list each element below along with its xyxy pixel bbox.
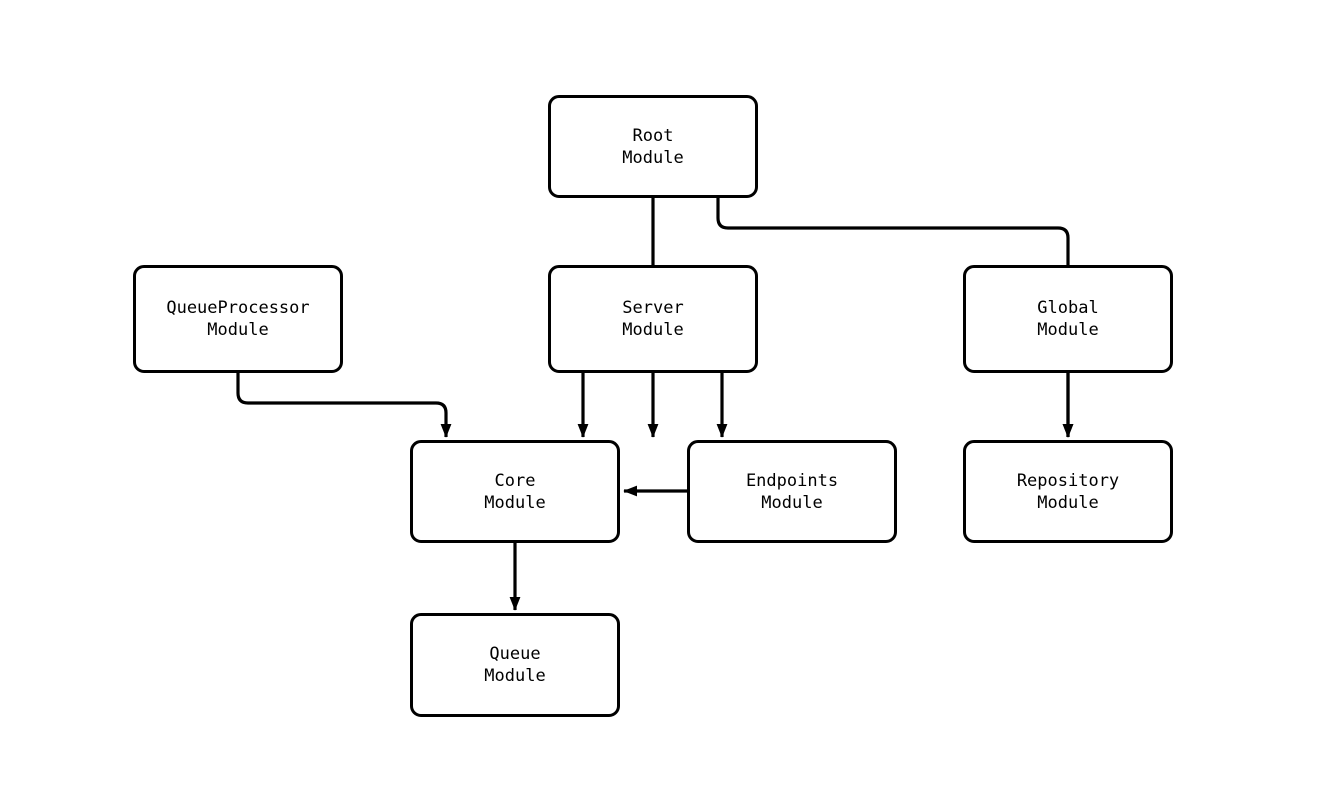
node-root-module[interactable]: Root Module	[548, 95, 758, 198]
node-core-module-suffix: Module	[484, 492, 546, 513]
node-repository-module[interactable]: Repository Module	[963, 440, 1173, 543]
node-queue-module-suffix: Module	[484, 666, 546, 686]
node-queueprocessor-module-name: QueueProcessor	[166, 298, 310, 318]
node-queueprocessor-module[interactable]: QueueProcessor Module	[133, 265, 343, 373]
node-root-module-suffix: Module	[622, 147, 684, 168]
node-global-module-name: Global	[1037, 298, 1099, 318]
node-core-module[interactable]: Core Module	[410, 440, 620, 543]
node-global-module[interactable]: Global Module	[963, 265, 1173, 373]
edge-queueprocessor-core	[236, 373, 452, 438]
node-endpoints-module-name: Endpoints	[745, 470, 839, 491]
node-endpoints-module[interactable]: Endpoints Module	[687, 440, 897, 543]
node-server-module-name: Server	[622, 298, 684, 318]
node-root-module-name: Root	[632, 125, 674, 146]
node-repository-module-suffix: Module	[1037, 492, 1099, 513]
node-global-module-suffix: Module	[1037, 320, 1099, 340]
node-server-module[interactable]: Server Module	[548, 265, 758, 373]
edge-root-global	[716, 198, 1074, 438]
node-queueprocessor-module-suffix: Module	[207, 320, 269, 340]
node-queue-module[interactable]: Queue Module	[410, 613, 620, 717]
node-core-module-name: Core	[494, 470, 536, 491]
node-repository-module-name: Repository	[1016, 470, 1120, 491]
node-server-module-suffix: Module	[622, 320, 684, 340]
node-queue-module-name: Queue	[489, 644, 541, 664]
node-endpoints-module-suffix: Module	[761, 492, 823, 513]
